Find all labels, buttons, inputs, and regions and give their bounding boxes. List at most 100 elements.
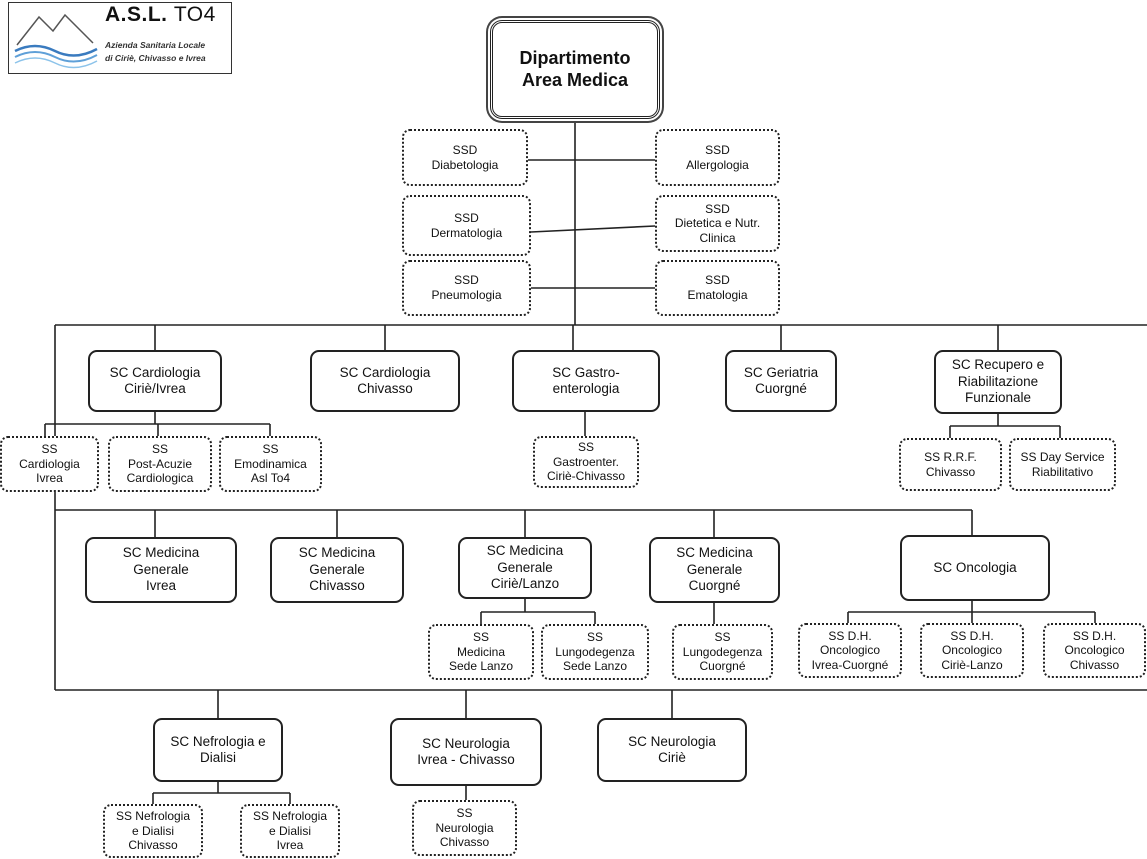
logo-subtitle-1: Azienda Sanitaria Locale [105,40,206,50]
box-label-line: Gastroenter. [552,454,620,469]
box-label-line: SS D.H. [1072,628,1117,643]
box-label-line: SC Medicina [676,545,753,561]
box-label-line: SSD [705,142,730,157]
box-label-line: Chivasso [439,835,490,850]
box-label-line: Lungodegenza [555,644,635,659]
box-label-line: Generale [497,559,553,575]
sc-oncologia: SC Oncologia [900,535,1050,601]
box-label-line: SS D.H. [950,628,994,643]
box-label-line: Oncologico [941,643,1003,658]
ss-rrf-chivasso: SS R.R.F.Chivasso [899,438,1002,491]
box-label-line: SC Gastro- [552,364,620,380]
box-label-line: Oncologico [819,643,881,658]
box-label-line: Ivrea-Cuorgné [811,657,889,672]
box-label-line: Cuorgné [755,381,807,396]
box-label-line: Cardiologia [19,456,80,471]
box-label-line: Riabilitativo [1031,464,1094,479]
box-label-line: SSD [454,273,479,288]
box-label-line: Generale [309,561,365,577]
box-label-line: SS [456,806,473,821]
box-label-line: Ciriè [658,750,686,765]
box-label-line: Chivasso [309,578,365,594]
box-label-line: Emodinamica [234,456,307,471]
box-label-line: SSD [705,273,730,288]
box-label-line: SS [41,442,58,457]
box-label-line: SS Day Service [1020,449,1105,464]
box-label-line: SSD [454,210,479,225]
box-label-line: SS [586,630,603,645]
box-label-line: Ivrea [145,578,176,594]
dept-area-medica: Dipartimento Area Medica [490,20,660,119]
box-label-line: Chivasso [925,464,976,479]
box-label-line: Post-Acuzie [127,456,193,471]
box-label-line: SC Geriatria [743,364,819,380]
box-label-line: enterologia [552,381,620,396]
dept-line-1: Dipartimento [519,47,631,68]
box-label-line: SC Neurologia [422,735,510,751]
box-label-line: SS [262,442,279,457]
box-label-line: Ivrea - Chivasso [417,752,515,767]
box-label-line: Cuorgné [699,659,746,674]
box-label-line: Ciriè/Ivrea [124,381,186,396]
box-label-line: Lungodegenza [682,644,763,659]
box-label-line: Neurologia [435,820,494,835]
box-label-line: Ivrea [276,838,304,853]
box-label-line: Cuorgné [688,578,741,594]
box-label-line: Chivasso [1069,657,1120,672]
logo-emblem-icon [14,13,98,69]
box-label-line: Allergologia [686,157,749,172]
box-label-line: SC Medicina [122,545,200,561]
box-label-line: Generale [133,561,189,577]
box-label-line: SS [577,440,594,455]
box-label-line: Ciriè-Chivasso [546,469,626,484]
box-label-line: SS Nefrologia [115,809,191,824]
box-label-line: e Dialisi [131,823,174,838]
box-label-line: SS Nefrologia [252,809,328,824]
box-label-line: SC Recupero e [951,357,1045,373]
box-label-line: SC Oncologia [933,559,1017,575]
box-label-line: Ciriè/Lanzo [490,576,560,592]
box-label-line: SS R.R.F. [924,449,977,464]
box-label-line: Ematologia [687,288,748,302]
box-label-line: Chivasso [357,381,413,396]
box-label-line: Medicina [456,644,506,659]
box-label-line: e Dialisi [268,823,311,838]
box-label-line: Clinica [699,230,736,245]
box-label-line: SC Neurologia [628,733,716,749]
box-label-line: Dialisi [199,750,236,765]
box-label-line: SC Cardiologia [109,364,201,380]
logo-subtitle-2: di Ciriè, Chivasso e Ivrea [105,53,206,63]
asl-to4-logo: A.S.L. TO4 Azienda Sanitaria Locale di C… [8,2,232,74]
box-label-line: Riabilitazione [957,373,1039,389]
box-label-line: Oncologico [1064,643,1125,658]
box-label-line: SSD [452,142,478,157]
logo-title: A.S.L. TO4 [105,3,216,26]
box-label-line: Generale [686,561,743,577]
sc-gastroenterologia: SC Gastro-enterologia [512,350,660,412]
box-label-line: SC Nefrologia e [170,733,266,749]
box-label-line: Dietetica e Nutr. [674,216,761,231]
